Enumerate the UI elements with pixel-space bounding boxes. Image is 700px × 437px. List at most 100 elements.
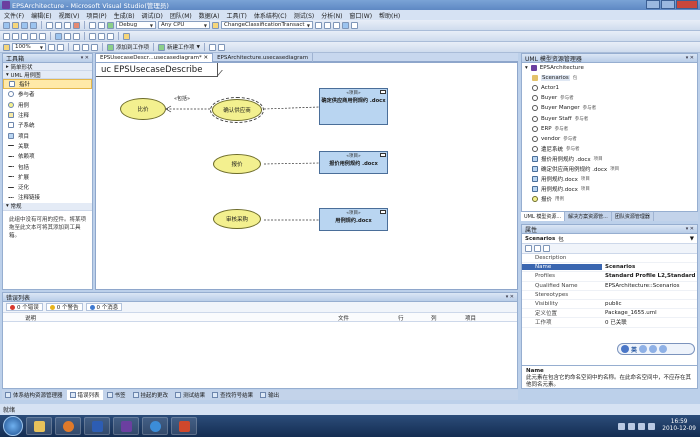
tab-output[interactable]: 输出 [257,390,282,400]
copy-icon[interactable] [55,21,62,29]
usecase-quote[interactable]: 报价 [213,154,261,174]
menu-window[interactable]: 窗口(W) [349,12,373,20]
toolbox-item-association[interactable]: 关联 [3,141,92,151]
zoom-tool-icon[interactable] [3,43,10,51]
volume-icon[interactable] [638,422,646,430]
col-project[interactable]: 项目 [465,316,477,322]
toolbox-section-general-shapes[interactable]: ▸ 简单形状 [3,63,92,71]
find-in-files-icon[interactable] [212,21,219,29]
usecase-confirm-vendor[interactable]: 确认供应商 [210,97,264,123]
layer-icon[interactable] [82,43,89,51]
tab-bookmarks[interactable]: 书签 [104,390,129,400]
configuration-select[interactable]: Debug▼ [116,21,156,29]
same-size-icon[interactable] [64,32,71,40]
tab-error-list[interactable]: 错误列表 [66,390,103,400]
toolbox-item-actor[interactable]: 参与者 [3,89,92,99]
work-item-icon[interactable] [107,43,114,51]
maximize-button[interactable] [661,0,675,9]
pin-icon[interactable]: ▾ ✕ [80,55,89,61]
ime-toolbar[interactable]: 英 [617,343,695,355]
language-icon[interactable] [618,422,626,430]
toolbox-item-artifact[interactable]: 项目 [3,130,92,140]
security-icon[interactable] [648,422,656,430]
align-left-icon[interactable] [3,32,10,40]
toolbox-item-usecase[interactable]: 用例 [3,100,92,110]
menu-analyze[interactable]: 分析(N) [321,12,343,20]
close-button[interactable] [676,0,698,9]
menu-architecture[interactable]: 体系结构(C) [253,12,287,20]
new-work-item-button[interactable]: 新建工作项 [167,45,195,51]
menu-help[interactable]: 帮助(H) [379,12,401,20]
bold-icon[interactable] [107,32,114,40]
menu-debug[interactable]: 调试(D) [141,12,163,20]
find-combo[interactable]: ChangeClassificationTransact▼ [221,21,313,29]
alphabetical-icon[interactable] [534,245,541,252]
tree-root[interactable]: ▾EPSArchitecture [525,65,584,72]
clock[interactable]: 16:59 2010-12-09 [662,419,696,432]
tab-find-symbol[interactable]: 查找符号结果 [209,390,256,400]
delete-icon[interactable] [73,21,80,29]
cut-icon[interactable] [46,21,53,29]
paste-icon[interactable] [64,21,71,29]
save-icon[interactable] [21,21,28,29]
start-page-icon[interactable] [351,21,358,29]
copy-image-icon[interactable] [73,43,80,51]
grid-icon[interactable] [98,32,105,40]
zoom-icon[interactable] [123,32,130,40]
menu-data[interactable]: 数据(A) [198,12,220,20]
format-icon[interactable] [89,32,96,40]
toolbox-item-extend[interactable]: 扩展 [3,172,92,182]
fit-to-window-icon[interactable] [48,43,55,51]
properties-icon[interactable] [333,21,340,29]
tree-item-actor1[interactable]: Actor1 [522,83,697,93]
taskbar-app-5[interactable] [142,417,168,435]
start-button[interactable] [3,416,23,436]
menu-edit[interactable]: 编辑(E) [31,12,52,20]
find-icon[interactable] [315,21,322,29]
taskbar-explorer[interactable] [26,417,52,435]
messages-filter-button[interactable]: 0 个消息 [85,303,123,311]
artifact-usecase-spec[interactable]: «项目» 用例规约.docx [319,208,388,231]
tab-usecase-describe[interactable]: EPSUsecaseDescr...usecasediagram* ✕ [95,53,214,62]
prop-row-stereotypes[interactable]: Stereotypes [522,291,697,300]
undo-icon[interactable] [89,21,96,29]
new-work-item-icon[interactable] [158,43,166,51]
tree-item-zunni-system[interactable]: 遭尼系统参与者 [522,144,697,154]
align-top-icon[interactable] [30,32,37,40]
open-file-icon[interactable] [12,21,19,29]
col-line[interactable]: 行 [398,316,404,322]
toolbox-item-include[interactable]: 包括 [3,161,92,171]
new-project-icon[interactable] [3,21,10,29]
prop-row-description[interactable]: Description [522,254,697,264]
platform-select[interactable]: Any CPU▼ [158,21,210,29]
layout-icon[interactable] [55,32,62,40]
tab-uml-explorer[interactable]: UML 模型资源... [521,212,566,221]
refresh-icon[interactable] [218,43,225,51]
toolbox-icon[interactable] [342,21,349,29]
toolbox-item-dependency[interactable]: 依赖项 [3,151,92,161]
query-icon[interactable] [209,43,216,51]
menu-view[interactable]: 视图(V) [58,12,80,20]
save-all-icon[interactable] [30,21,37,29]
diagram-canvas[interactable]: uc EPSUsecaseDescribe «包括» 比价 确认供应商 报价 审… [95,62,518,290]
taskbar-powerpoint[interactable] [171,417,197,435]
usecase-compare-price[interactable]: 比价 [120,98,166,120]
toolbox-item-pointer[interactable]: 指针 [3,79,92,90]
tab-test-results[interactable]: 测试结果 [172,390,208,400]
zoom-select[interactable]: 100%▼ [12,43,46,51]
minimize-button[interactable] [646,0,660,9]
taskbar-media-player[interactable] [55,417,81,435]
tab-architecture-explorer[interactable]: 体系结构资源管理器 [2,390,66,400]
pin-icon[interactable]: ▾ ✕ [685,55,694,61]
